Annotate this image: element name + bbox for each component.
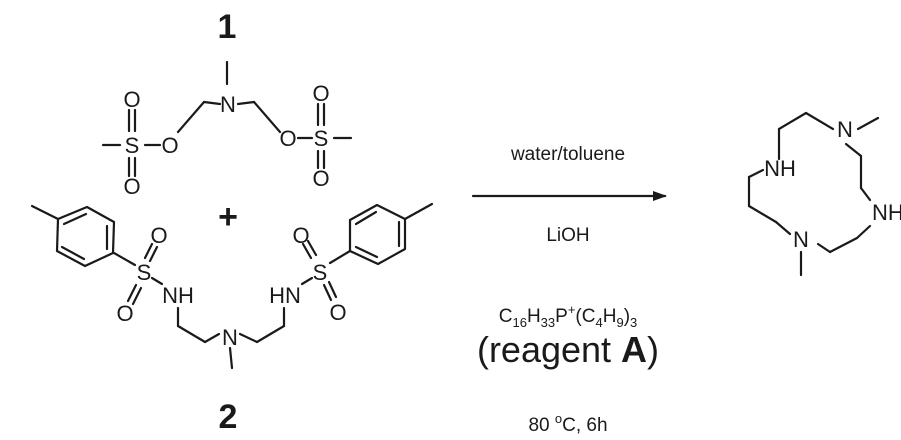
atom-nh: NH bbox=[872, 200, 901, 225]
compound-2-structure: S O O NH N HN S O O bbox=[30, 202, 434, 370]
plus-sign: + bbox=[218, 198, 238, 236]
atom-hn: HN bbox=[269, 283, 301, 308]
atom-o: O bbox=[279, 126, 296, 151]
atom-o: O bbox=[292, 223, 309, 248]
atom-o: O bbox=[312, 166, 329, 191]
product-structure: N NH NH N bbox=[747, 111, 901, 277]
condition-temperature-time: 80 oC, 6h bbox=[528, 411, 607, 436]
atom-s: S bbox=[313, 260, 328, 285]
atom-s: S bbox=[137, 260, 152, 285]
compound-1-label: 1 bbox=[218, 8, 237, 46]
condition-reagent-label: (reagent A) bbox=[477, 329, 659, 370]
compound-2-label: 2 bbox=[219, 398, 238, 436]
atom-s: S bbox=[314, 126, 329, 151]
atom-o: O bbox=[329, 300, 346, 325]
atom-nh: NH bbox=[764, 156, 796, 181]
atom-n: N bbox=[793, 227, 809, 252]
condition-solvent: water/toluene bbox=[510, 144, 625, 165]
atom-o: O bbox=[312, 81, 329, 106]
atom-o: O bbox=[150, 223, 167, 248]
atom-n: N bbox=[222, 325, 238, 350]
atom-o: O bbox=[116, 301, 133, 326]
atom-s: S bbox=[125, 133, 140, 158]
atom-n: N bbox=[837, 117, 853, 142]
atom-o: O bbox=[123, 174, 140, 199]
atom-o: O bbox=[123, 87, 140, 112]
condition-catalyst-formula: C16H33P+(C4H9)3 bbox=[499, 302, 638, 330]
condition-base: LiOH bbox=[546, 225, 589, 246]
atom-o: O bbox=[161, 133, 178, 158]
compound-1-structure: S O O O N O S O O bbox=[101, 60, 353, 199]
atom-nh: NH bbox=[162, 283, 194, 308]
atom-n: N bbox=[220, 92, 236, 117]
